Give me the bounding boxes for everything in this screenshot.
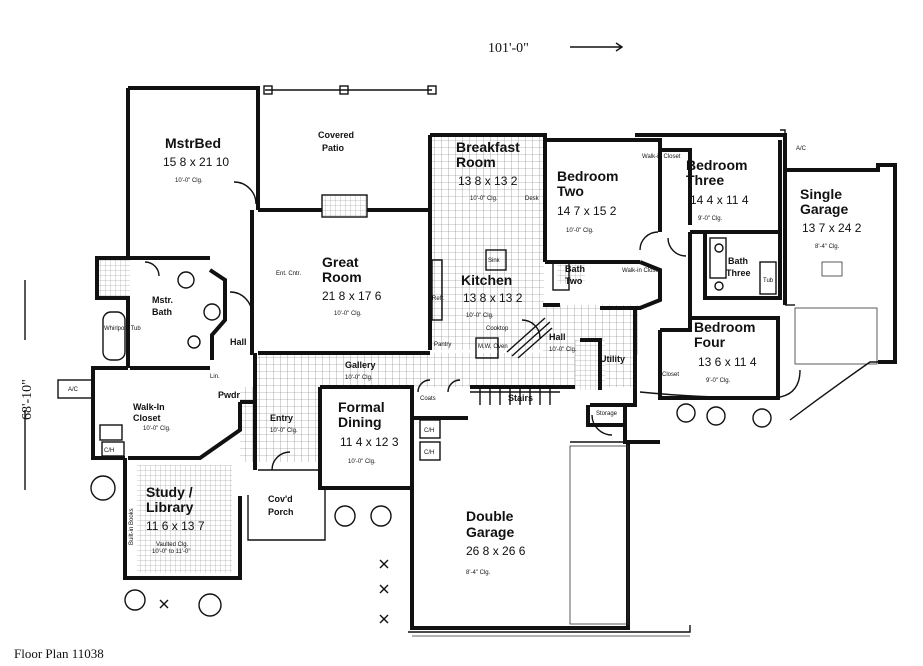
master-bath-name-1: Mstr. [152, 295, 173, 305]
storage-name: Storage [596, 411, 618, 417]
bedroom-three-name-1: Bedroom [686, 157, 747, 173]
bedroom-four-name-2: Four [694, 334, 726, 350]
wic-br2-label: Walk-in Closet [642, 154, 681, 160]
mstrbed-name: MstrBed [165, 135, 221, 151]
breakfast-ceiling: 10'-0" Clg. [470, 196, 498, 202]
bedroom-two-ceiling: 10'-0" Clg. [566, 228, 594, 234]
study-name-1: Study / [146, 484, 193, 500]
bedroom-four-ceiling: 9'-0" Clg. [706, 378, 731, 384]
great-room-name-1: Great [322, 254, 359, 270]
cooktop-label: Cooktop [486, 326, 509, 332]
bookshelves-label: Built-in Books [129, 508, 135, 545]
great-room-name-2: Room [322, 269, 362, 285]
fixtures [99, 237, 777, 461]
bedroom-four-name-1: Bedroom [694, 319, 755, 335]
linen-label: Lin. [210, 374, 220, 380]
bath-two-name-1: Bath [565, 264, 585, 274]
ac-left-label: A/C [68, 387, 79, 393]
bedroom-two-size: 14 7 x 15 2 [557, 204, 617, 218]
bedroom-three-ceiling: 9'-0" Clg. [698, 216, 723, 222]
study-name-2: Library [146, 499, 194, 515]
great-room-size: 21 8 x 17 6 [322, 289, 382, 303]
formal-dining-name-1: Formal [338, 399, 385, 415]
hall-right-name: Hall [549, 332, 566, 342]
formal-dining-name-2: Dining [338, 414, 382, 430]
gallery-ceiling: 10'-0" Clg. [345, 375, 373, 381]
bedroom-four-size: 13 6 x 11 4 [698, 355, 757, 369]
doors [144, 181, 687, 471]
single-garage-name-2: Garage [800, 201, 848, 217]
depth-dimension: 68'-10" [20, 379, 35, 420]
master-bath-name-2: Bath [152, 307, 172, 317]
study-size: 11 6 x 13 7 [146, 519, 205, 533]
great-room-ceiling: 10'-0" Clg. [334, 311, 362, 317]
tub-label: Tub [763, 278, 774, 284]
bedroom-two-name-1: Bedroom [557, 168, 618, 184]
wic-bath2-label: Walk-in Closet [622, 268, 661, 274]
breakfast-name-1: Breakfast [456, 139, 520, 155]
whirlpool-label: Whirlpool Tub [104, 326, 141, 332]
bedroom-three-name-2: Three [686, 172, 724, 188]
ent-ctr-label: Ent. Cntr. [276, 271, 301, 277]
patio-name-2: Patio [322, 143, 345, 153]
bath-three-name-1: Bath [728, 256, 748, 266]
single-garage-ceiling: 8'-4" Clg. [815, 244, 840, 250]
formal-dining-ceiling: 10'-0" Clg. [348, 459, 376, 465]
shrubs [90, 403, 772, 624]
bath-three-name-2: Three [726, 268, 751, 278]
gallery-name: Gallery [345, 360, 376, 370]
study-ceiling-2: 10'-0" to 11'-0" [152, 549, 190, 555]
entry-ceiling: 10'-0" Clg. [270, 428, 298, 434]
porch-name-2: Porch [268, 507, 294, 517]
patio-name-1: Covered [318, 130, 354, 140]
breakfast-size: 13 8 x 13 2 [458, 174, 518, 188]
utility-name: Utility [600, 354, 625, 364]
closet-label: Closet [662, 372, 679, 378]
mstrbed-size: 15 8 x 21 10 [163, 155, 229, 169]
double-garage-size: 26 8 x 26 6 [466, 544, 526, 558]
single-garage-name-1: Single [800, 186, 842, 202]
walk-in-closet-name-2: Closet [133, 413, 161, 423]
kitchen-size: 13 8 x 13 2 [463, 291, 523, 305]
double-garage-name-1: Double [466, 508, 514, 524]
coats-label: Coats [420, 396, 436, 402]
single-garage-size: 13 7 x 24 2 [802, 221, 862, 235]
ac-left-pad [57, 379, 93, 399]
porch-name-1: Cov'd [268, 494, 293, 504]
formal-dining-size: 11 4 x 12 3 [340, 435, 399, 449]
ch-label-1: C/H [424, 428, 434, 434]
kitchen-ceiling: 10'-0" Clg. [466, 313, 494, 319]
double-garage-ceiling: 8'-4" Clg. [466, 570, 491, 576]
mstrbed-ceiling: 10'-0" Clg. [175, 178, 203, 184]
walk-in-closet-name-1: Walk-In [133, 402, 165, 412]
desk-label: Desk [525, 196, 540, 202]
ch-label-2: C/H [424, 450, 434, 456]
breakfast-name-2: Room [456, 154, 496, 170]
width-dimension: 101'-0" [488, 41, 529, 56]
bedroom-three-size: 14 4 x 11 4 [690, 193, 749, 207]
dimension-arrows [24, 42, 624, 490]
sink-label: Sink [488, 258, 501, 264]
ac-right-label: A/C [796, 146, 807, 152]
study-ceiling-1: Vaulted Clg. [156, 542, 189, 548]
double-garage-name-2: Garage [466, 524, 514, 540]
bedroom-two-name-2: Two [557, 183, 584, 199]
entry-name: Entry [270, 413, 293, 423]
walls [91, 85, 897, 637]
kitchen-name: Kitchen [461, 272, 512, 288]
walk-in-closet-ceiling: 10'-0" Clg. [143, 426, 171, 432]
hall-left-name: Hall [230, 337, 247, 347]
tiled-floor [97, 135, 638, 573]
ch-label-3: C/H [104, 448, 114, 454]
pantry-label: Pantry [434, 342, 451, 348]
bath-two-name-2: Two [565, 276, 583, 286]
floor-plan-caption: Floor Plan 11038 [14, 646, 104, 661]
hall-right-ceiling: 10'-0" Clg. [549, 347, 577, 353]
mw-oven-label: M.W. Oven [478, 344, 508, 350]
stairs-name: Stairs [508, 393, 533, 403]
powder-name: Pwdr [218, 390, 241, 400]
refrig-label: Refr. [432, 296, 445, 302]
